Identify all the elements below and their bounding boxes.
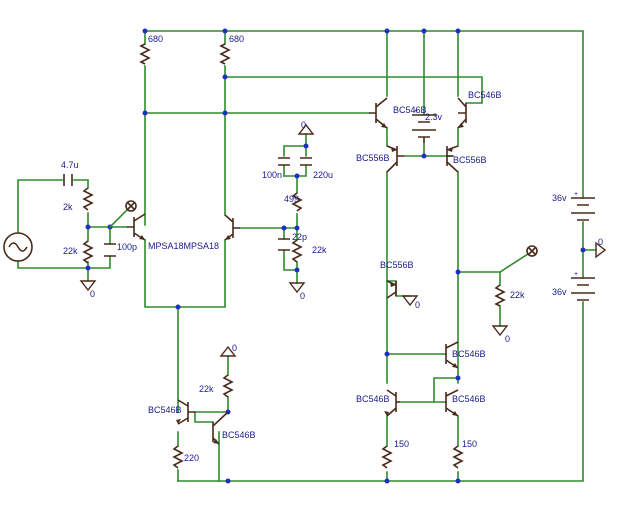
label-v36-bottom: 36v [552,287,567,297]
resistor-r2k [82,187,94,211]
label-c100p: 100p [117,242,137,252]
capacitor-c22p [278,238,290,251]
battery-36v-bottom: + [571,271,595,301]
resistor-r22k-feedback [291,239,303,263]
resistor-r22k-output [494,284,506,307]
svg-text:+: + [574,191,578,198]
capacitor-c4u7 [63,174,73,186]
label-c220u: 220u [313,170,333,180]
transistor-bc556b-mid [386,280,397,299]
resistor-r680-right [219,43,231,65]
label-r680-left: 680 [148,34,163,44]
label-v2v3: 2.3v [425,112,443,122]
label-r22k-bias: 22k [199,384,214,394]
probe-icon-input [108,200,137,229]
transistor-bc546b-bias-left [176,399,195,425]
label-bc546b-mirror-right: BC546B [452,394,486,404]
label-bc546b-mirror-left: BC546B [356,394,390,404]
label-bc546b-mirror-top: BC546B [452,349,486,359]
label-r22k-input: 22k [63,246,78,256]
ground-icon-output [491,325,509,337]
ground-icon-feedback-top [297,123,315,135]
transistor-bc556b-left [386,145,404,173]
resistor-r220 [172,445,184,469]
resistor-r22k-bias [222,374,234,398]
label-bc556b-left: BC556B [356,153,390,163]
ground-icon-rail [595,241,607,259]
label-c22p: 22p [292,232,307,242]
resistor-r22k-input [82,240,94,264]
ground-icon-mid [401,295,419,307]
label-v36-top: 36v [552,193,567,203]
resistor-r680-left [139,43,151,65]
junction-dots [85,28,586,484]
label-r22k-output: 22k [510,290,525,300]
capacitor-c220u [300,157,312,166]
label-gnd-rail: 0 [598,237,603,247]
transistor-bc556b-right [446,145,459,173]
label-r2k: 2k [63,202,73,212]
label-gnd-input: 0 [90,289,95,299]
capacitor-c100n [278,157,290,166]
resistor-r150-right [452,445,464,469]
label-r680-right: 680 [229,34,244,44]
transistor-bc546b-top-right [457,97,467,129]
label-gnd-output: 0 [505,334,510,344]
label-r150-right: 150 [462,439,477,449]
transistor-bc546b-top-left [369,97,388,129]
label-gnd-feedback-top: 0 [301,120,306,130]
transistor-mpsa18-left [127,213,146,241]
label-bc556b-right: BC556B [453,155,487,165]
label-r499: 499 [284,194,299,204]
label-c100n: 100n [262,170,282,180]
label-c4u7: 4.7u [61,160,79,170]
label-r150-left: 150 [394,439,409,449]
battery-36v-top: + [571,191,595,221]
ac-source-icon [3,232,33,262]
label-bc546b-top-left: BC546B [393,105,427,115]
voltage-source-2v3: + [412,108,436,143]
transistor-bc546b-mirror-left [384,389,400,417]
label-bc546b-bias-right: BC546B [222,430,256,440]
label-r220: 220 [184,453,199,463]
label-gnd-bias: 0 [232,343,237,353]
label-bc546b-top-right: BC546B [468,90,502,100]
label-mpsa18-pair: MPSA18MPSA18 [148,241,219,251]
label-bc556b-mid: BC556B [380,260,414,270]
label-gnd-mid: 0 [415,300,420,310]
transistor-bc546b-mirror-right [445,389,459,417]
resistor-r499 [291,192,303,212]
label-r22k-feedback: 22k [312,245,327,255]
component-labels: 680 680 4.7u 2k 22k 100p 0 MPSA18MPSA18 … [61,34,603,463]
ground-icon-input [79,280,97,292]
transistor-mpsa18-right [224,214,240,241]
label-bc546b-bias-left: BC546B [148,405,182,415]
svg-text:+: + [574,271,578,278]
svg-text:+: + [414,108,418,115]
ground-icon-bias [219,345,237,357]
label-gnd-feedback: 0 [300,291,305,301]
resistor-r150-left [381,445,393,469]
probe-icon-output [498,245,538,274]
capacitor-c100p [104,243,116,257]
transistor-bc546b-bias-right [212,411,229,445]
transistor-bc546b-mirror-top [445,341,459,369]
ground-icon-feedback [288,282,306,294]
